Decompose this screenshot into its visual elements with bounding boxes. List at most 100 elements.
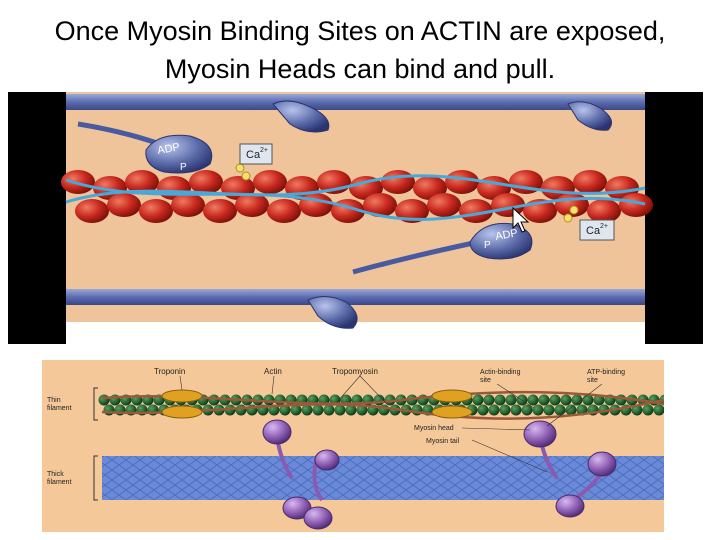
actin-monomer xyxy=(203,199,237,223)
actin-monomer xyxy=(510,404,522,416)
calcium-label-lower: Ca xyxy=(586,225,601,237)
actin-monomer xyxy=(538,394,550,406)
actin-monomer xyxy=(488,404,500,416)
actin-monomer xyxy=(587,199,621,223)
label-thin-filament-2: filament xyxy=(47,405,72,412)
actin-monomer xyxy=(301,404,313,416)
adp-label-upper: ADP xyxy=(156,141,180,157)
actin-monomer xyxy=(75,199,109,223)
actin-monomer xyxy=(565,404,577,416)
actin-monomer xyxy=(312,404,324,416)
actin-monomer xyxy=(253,170,287,194)
actin-monomer xyxy=(224,404,236,416)
actin-monomer xyxy=(532,404,544,416)
actin-monomer xyxy=(345,404,357,416)
calcium-charge-lower: 2+ xyxy=(600,223,608,230)
actin-monomer xyxy=(543,404,555,416)
troponin-dot xyxy=(235,163,245,173)
pi-label-upper: P xyxy=(180,162,187,173)
leader-line xyxy=(359,375,388,405)
actin-monomer xyxy=(139,199,173,223)
myosin-head-upper xyxy=(145,134,213,174)
label-tropomyosin: Tropomyosin xyxy=(332,367,378,376)
actin-monomer xyxy=(472,394,484,406)
troponin-dot xyxy=(563,213,573,223)
actin-monomer xyxy=(527,394,539,406)
actin-monomer xyxy=(560,394,572,406)
calcium-box-upper xyxy=(239,143,273,165)
troponin-complex xyxy=(161,405,203,419)
actin-monomer xyxy=(323,404,335,416)
video-frame-left xyxy=(8,92,66,344)
label-actin-binding-site-2: site xyxy=(480,377,491,384)
leader-line xyxy=(271,375,275,395)
thin-filament-bracket xyxy=(93,387,98,421)
label-atp-binding-site-1: ATP-binding xyxy=(587,369,625,376)
myosin-binding-animation: ADP P Ca 2+ ADP P Ca 2+ xyxy=(8,92,703,344)
actin-monomer xyxy=(619,193,653,217)
video-frame-right xyxy=(645,92,703,344)
actin-monomer xyxy=(582,394,594,406)
label-myosin-tail: Myosin tail xyxy=(426,438,460,445)
thick-filament-mesh xyxy=(102,456,664,500)
troponin-complex xyxy=(431,405,473,419)
actin-monomer xyxy=(267,199,301,223)
actin-monomer xyxy=(356,404,368,416)
actin-monomer xyxy=(107,193,141,217)
myosin-head-top-2 xyxy=(567,101,613,131)
myosin-head xyxy=(555,494,585,518)
actin-monomer xyxy=(459,199,493,223)
label-thick-filament-1: Thick xyxy=(47,471,64,478)
actin-monomer xyxy=(171,193,205,217)
myosin-head-bottom xyxy=(307,296,358,329)
actin-monomer xyxy=(334,404,346,416)
actin-monomer xyxy=(445,170,479,194)
actin-monomer xyxy=(494,394,506,406)
actin-monomer xyxy=(103,404,115,416)
leader-line xyxy=(546,383,603,427)
actin-monomer xyxy=(573,170,607,194)
filament-labeled-diagram: Troponin Actin Tropomyosin Actin-binding… xyxy=(42,360,664,532)
actin-monomer xyxy=(571,394,583,406)
tropomyosin-strand-2 xyxy=(65,178,646,221)
leader-line xyxy=(496,383,535,409)
actin-monomer xyxy=(505,394,517,406)
actin-monomer xyxy=(427,193,461,217)
myosin-neck-lower xyxy=(352,239,479,275)
actin-monomer xyxy=(549,394,561,406)
myosin-head xyxy=(314,449,340,471)
actin-monomer xyxy=(208,394,220,406)
actin-monomer xyxy=(235,404,247,416)
myosin-head xyxy=(523,420,557,448)
actin-monomer xyxy=(653,404,664,416)
actin-monomer xyxy=(98,394,110,406)
myosin-head xyxy=(262,419,292,445)
actin-monomer xyxy=(235,193,269,217)
actin-monomer xyxy=(290,404,302,416)
thick-filament-bracket xyxy=(93,455,98,501)
label-troponin: Troponin xyxy=(154,367,185,376)
leader-line xyxy=(336,375,361,403)
actin-monomer xyxy=(499,404,511,416)
troponin-dot xyxy=(569,205,579,215)
actin-monomer xyxy=(521,404,533,416)
label-actin-binding-site-1: Actin-binding xyxy=(480,369,521,376)
thick-filament-bottom xyxy=(66,289,645,305)
leader-line xyxy=(471,439,548,473)
leader-line xyxy=(179,375,183,391)
actin-monomer xyxy=(381,170,415,194)
actin-monomer xyxy=(395,199,429,223)
video-bottom-bar xyxy=(66,322,645,344)
title-line-2: Myosin Heads can bind and pull. xyxy=(164,54,556,84)
troponin-complex xyxy=(431,389,473,403)
title-line-1: Once Myosin Binding Sites on ACTIN are e… xyxy=(54,16,666,46)
myosin-head xyxy=(587,451,617,477)
actin-monomer xyxy=(279,404,291,416)
adp-label-lower: ADP xyxy=(494,227,518,243)
actin-monomer xyxy=(299,193,333,217)
myosin-head xyxy=(303,506,333,530)
troponin-complex xyxy=(161,389,203,403)
actin-monomer xyxy=(363,193,397,217)
label-thin-filament-1: Thin xyxy=(47,397,61,404)
label-myosin-head: Myosin head xyxy=(414,425,454,432)
